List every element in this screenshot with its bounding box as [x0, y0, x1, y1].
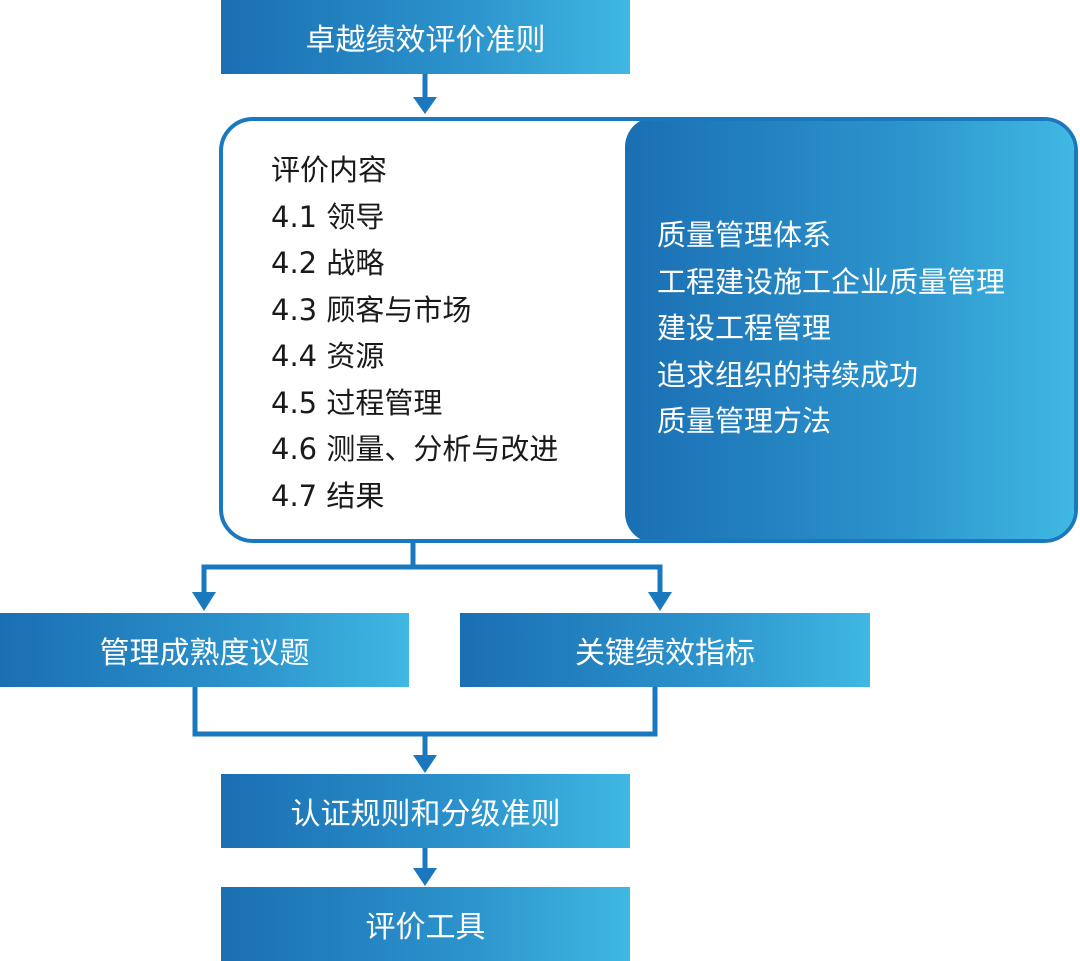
certification-rules-label: 认证规则和分级准则 — [290, 797, 561, 832]
system-item: 质量管理方法 — [657, 404, 832, 438]
kpi-box: 关键绩效指标 — [460, 613, 870, 687]
arrowhead-cert — [413, 755, 437, 773]
arrowhead-content — [413, 97, 437, 114]
system-item: 追求组织的持续成功 — [657, 357, 919, 392]
evaluation-tool-label: 评价工具 — [365, 910, 486, 945]
certification-rules-box: 认证规则和分级准则 — [221, 774, 630, 848]
content-frame: 评价内容 4.1 领导 4.2 战略 4.3 顾客与市场 4.4 资源 4.5 … — [219, 117, 1078, 543]
arrowhead-right-box — [648, 592, 672, 611]
arrowhead-tool — [413, 868, 437, 886]
evaluation-item: 4.4 资源 — [271, 339, 385, 373]
arrowhead-left-box — [192, 592, 216, 611]
connector-merge — [192, 687, 658, 737]
top-box-label: 卓越绩效评价准则 — [305, 23, 546, 58]
evaluation-item: 4.3 顾客与市场 — [271, 292, 472, 327]
system-item: 质量管理体系 — [657, 218, 832, 252]
evaluation-item: 4.6 测量、分析与改进 — [271, 432, 559, 466]
maturity-topics-box: 管理成熟度议题 — [0, 613, 409, 687]
kpi-label: 关键绩效指标 — [575, 636, 755, 671]
systems-list: 质量管理体系 工程建设施工企业质量管理 建设工程管理 追求组织的持续成功 质量管… — [657, 212, 1005, 445]
evaluation-item: 4.2 战略 — [271, 246, 385, 280]
evaluation-tool-box: 评价工具 — [221, 887, 630, 961]
evaluation-content-list: 评价内容 4.1 领导 4.2 战略 4.3 顾客与市场 4.4 资源 4.5 … — [271, 147, 558, 519]
evaluation-item: 4.7 结果 — [271, 478, 385, 513]
maturity-topics-label: 管理成熟度议题 — [99, 636, 310, 671]
evaluation-item: 4.5 过程管理 — [271, 385, 443, 420]
system-item: 工程建设施工企业质量管理 — [657, 264, 1006, 299]
system-item: 建设工程管理 — [657, 311, 832, 345]
top-box-criteria: 卓越绩效评价准则 — [221, 0, 630, 74]
evaluation-item: 4.1 领导 — [271, 199, 385, 234]
systems-panel: 质量管理体系 工程建设施工企业质量管理 建设工程管理 追求组织的持续成功 质量管… — [625, 121, 1074, 539]
connector-split — [201, 564, 663, 594]
evaluation-content-heading: 评价内容 — [271, 153, 388, 187]
